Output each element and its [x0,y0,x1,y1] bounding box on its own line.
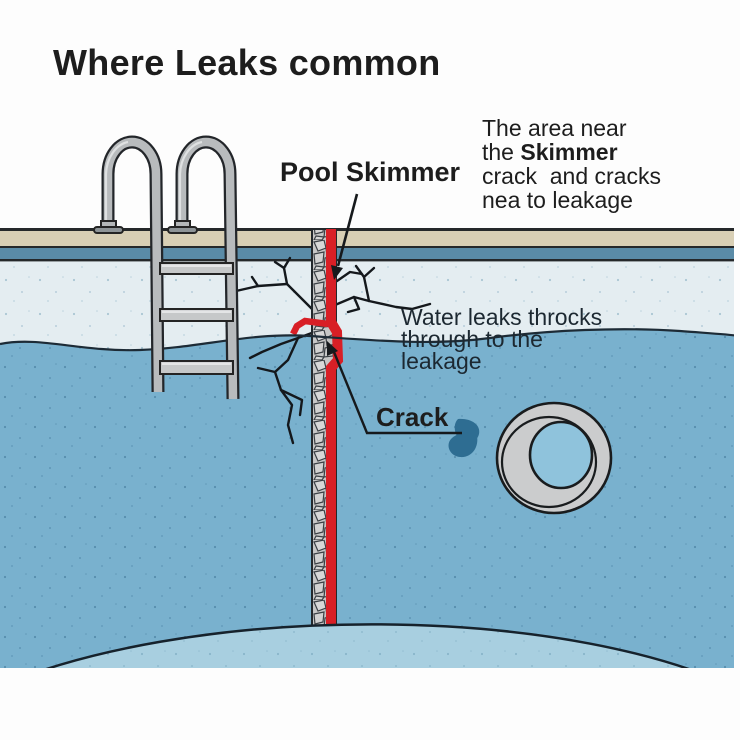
red-crack-line [290,229,344,632]
crack-leader-line [327,341,462,435]
pool-deck [0,228,740,262]
skimmer-note-bold: Skimmer [520,139,618,165]
pool-water [0,329,740,668]
skimmer-note: The area near the Skimmer crack and crac… [482,116,732,212]
skimmer-note-before: The area near the [482,115,627,165]
pool-skimmer-arrow [331,193,359,280]
ladder-flange [93,220,124,234]
waterline [0,328,740,352]
pool-ladder [93,135,240,400]
ladder-rung [159,262,234,275]
drain-pipe-icon [495,401,613,515]
leak-note: Water leaks throcks through to the leaka… [401,304,603,374]
right-margin [734,0,740,740]
skimmer-note-after: crack and cracks nea to leakage [482,163,661,213]
bottom-margin [0,668,740,740]
ladder-rung [159,308,234,322]
ladder-rung [159,360,234,375]
crack-label: Crack [376,402,449,432]
water-drop-icon [448,432,478,458]
ladder-flange [167,220,198,234]
pool-skimmer-label: Pool Skimmer [280,157,461,187]
crack-branches [234,256,432,445]
diagram-title: Where Leaks common [53,42,441,83]
